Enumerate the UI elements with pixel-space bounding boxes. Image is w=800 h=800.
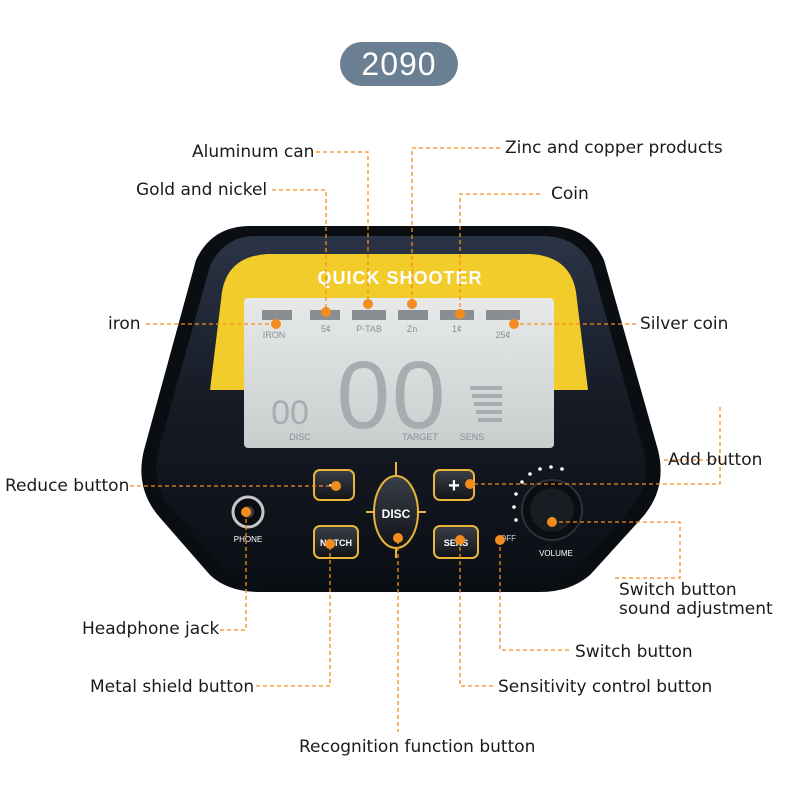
volume-label: VOLUME [539,549,573,558]
phone-label: PHONE [234,535,262,544]
dot-gold-nickel [321,307,331,317]
volume-knob[interactable] [521,479,583,541]
lcd-disc-value: 00 [271,394,309,432]
dot-notch [325,539,335,549]
callout-coin: Coin [551,184,589,204]
callout-zinc-copper: Zinc and copper products [505,138,723,158]
lcd-label-target: TARGET [402,432,438,442]
disc-button-label: DISC [382,507,411,521]
dot-reduce-button [331,481,341,491]
dot-aluminum-can [363,299,373,309]
segment-25c [486,310,520,320]
lcd-sens-bars [470,386,502,422]
dot-add-button [465,479,475,489]
dot-disc [393,533,403,543]
segment-zn [398,310,428,320]
lcd-label-1c: 1¢ [452,324,462,334]
segment-ptab [352,310,386,320]
dot-headphone-jack [241,507,251,517]
dot-sens [455,535,465,545]
brand-banner: QUICK SHOOTER [317,268,482,288]
callout-metal-shield: Metal shield button [90,677,255,697]
lcd-label-iron: IRON [263,330,286,340]
callout-iron: iron [108,314,141,334]
dot-volume-knob [547,517,557,527]
dot-iron [271,319,281,329]
lcd-label-5c: 5¢ [321,324,331,334]
callout-dots [241,299,557,549]
segment-iron [262,310,292,320]
callout-headphone-jack: Headphone jack [82,619,220,639]
callout-add-button: Add button [668,450,763,470]
lcd-label-sens: SENS [460,432,485,442]
callout-switch-sound-line2: sound adjustment [619,599,773,619]
dot-coin [455,309,465,319]
lcd-label-disc: DISC [289,432,311,442]
off-label: OFF [500,534,516,543]
callout-aluminum-can: Aluminum can [192,142,315,162]
callout-switch-sound-line1: Switch button [619,580,737,600]
callout-switch-button: Switch button [575,642,693,662]
disc-button[interactable]: DISC [366,462,426,558]
dot-silver-coin [509,319,519,329]
callout-sensitivity: Sensitivity control button [498,677,713,697]
dot-switch-button [495,535,505,545]
dot-zinc-copper [407,299,417,309]
callout-leaders [130,147,721,732]
model-badge: 2090 [340,42,458,86]
lcd-target-value: 00 [337,342,448,449]
notch-button[interactable]: NOTCH [313,525,359,559]
callout-gold-nickel: Gold and nickel [136,180,268,200]
lcd-label-ptab: P-TAB [356,324,382,334]
callout-reduce-button: Reduce button [5,476,130,496]
callout-silver-coin: Silver coin [640,314,729,334]
notch-button-label: NOTCH [320,538,352,548]
lcd-label-zn: Zn [407,324,418,334]
add-button-label: + [448,475,460,497]
callout-recognition: Recognition function button [299,737,536,757]
lcd-label-25c: 25¢ [495,330,510,340]
volume-scale-dots [512,465,564,522]
